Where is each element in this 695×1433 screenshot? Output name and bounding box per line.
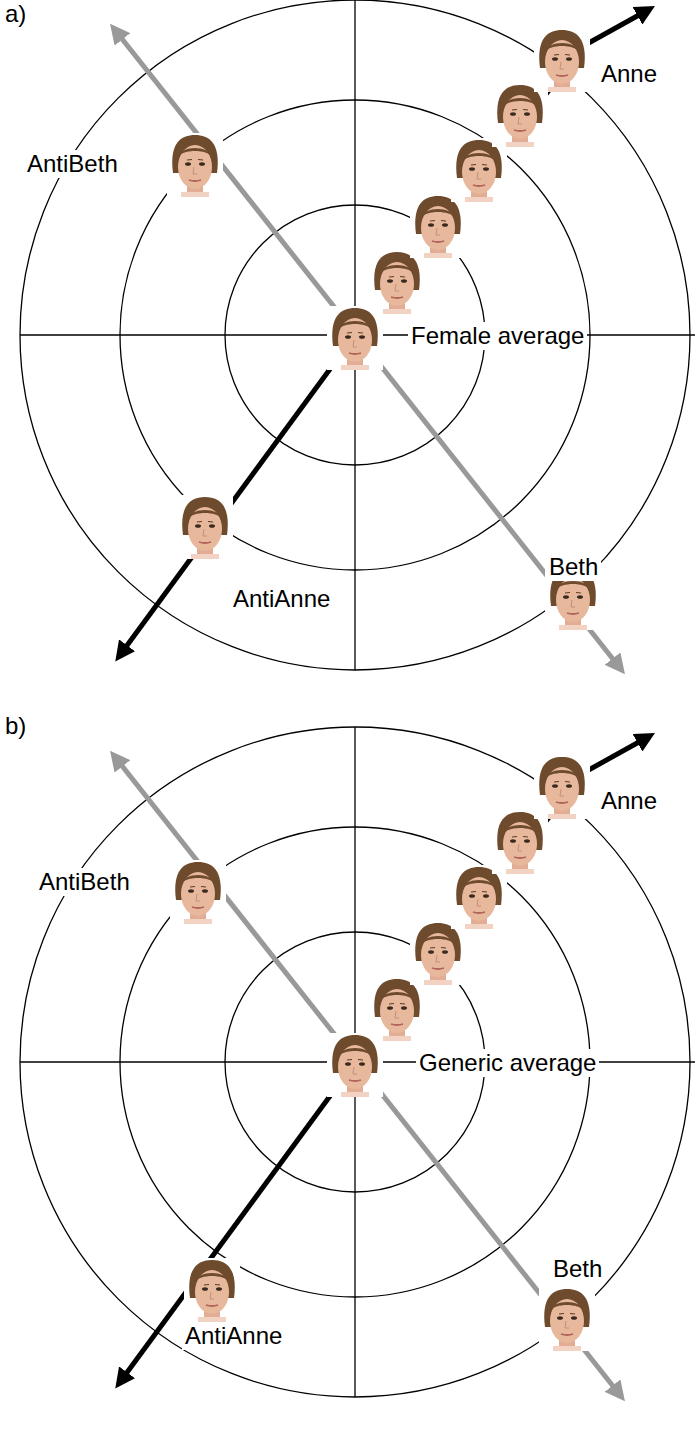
face-label: AntiBeth (24, 150, 121, 178)
face-label: Anne (598, 787, 660, 815)
face-label: Beth (550, 1255, 605, 1283)
panel-letter: a) (2, 0, 29, 28)
average-label: Generic average (416, 1049, 599, 1077)
face-label: AntiBeth (36, 868, 133, 896)
face-label: Anne (598, 60, 660, 88)
panel-b (20, 727, 695, 1397)
panel-a (20, 0, 695, 670)
face-label: AntiAnne (182, 1322, 285, 1350)
panel-letter: b) (2, 712, 29, 740)
average-label: Female average (408, 322, 587, 350)
face-label: Beth (546, 553, 601, 581)
face-label: AntiAnne (230, 585, 333, 613)
